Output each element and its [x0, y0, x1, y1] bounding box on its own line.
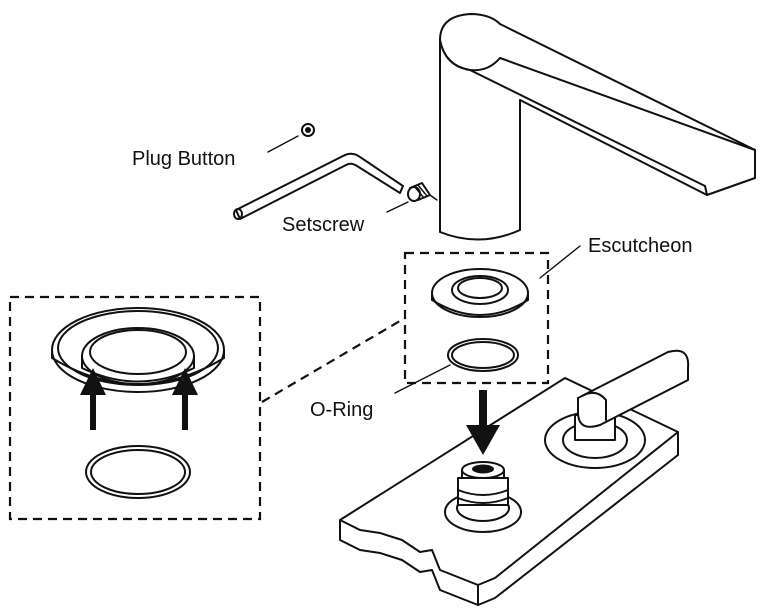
escutcheon: [431, 268, 529, 318]
detail-view: [8, 295, 406, 521]
lift-arrow-up-icon: [80, 368, 106, 430]
setscrew-leader: [386, 201, 409, 213]
faucet-spout: [439, 13, 756, 241]
o-ring: [447, 338, 519, 372]
install-arrow-down-icon: [466, 390, 500, 455]
escutcheon-label: Escutcheon: [588, 235, 693, 257]
o-ring-leader: [394, 364, 451, 394]
valve-stem: [444, 461, 522, 533]
plug-button-label: Plug Button: [132, 148, 235, 170]
lift-arrow-up-icon: [172, 368, 198, 430]
escutcheon-leader: [539, 245, 581, 279]
plug-button: [301, 123, 315, 137]
o-ring-label: O-Ring: [310, 399, 373, 421]
hex-key: [233, 152, 404, 220]
setscrew: [407, 182, 438, 202]
handle-assembly: [544, 349, 690, 469]
setscrew-label: Setscrew: [282, 214, 365, 236]
plug-button-leader: [267, 135, 299, 153]
